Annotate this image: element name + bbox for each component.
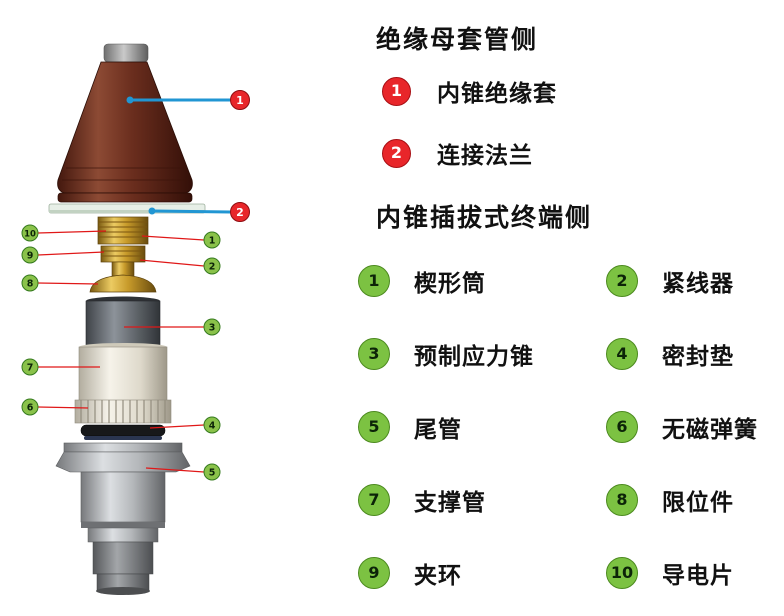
legend-label-green-8: 限位件 [662, 490, 734, 516]
legend-panel: 绝缘母套管侧 1 内锥绝缘套 2 连接法兰 内锥插拔式终端侧 1 楔形筒 2 紧… [338, 14, 784, 590]
legend-item-green-8: 8 限位件 [606, 483, 784, 517]
legend-item-red-1: 1 内锥绝缘套 [382, 74, 784, 108]
legend-item-green-10: 10 导电片 [606, 556, 784, 590]
cable-tightener [100, 245, 146, 277]
callout-green-9-number: 9 [27, 251, 34, 262]
legend-label-green-6: 无磁弹簧 [662, 417, 758, 443]
callout-green-9: 9 [21, 246, 39, 264]
tail-tube-flange [63, 442, 183, 453]
insulator-cone [57, 43, 193, 203]
legend-label-red-1: 内锥绝缘套 [437, 81, 557, 107]
callout-green-2: 2 [203, 257, 221, 275]
legend-item-green-7: 7 支撑管 [358, 483, 606, 517]
terminal-side-title: 内锥插拔式终端侧 [376, 203, 593, 232]
legend-item-red-2: 2 连接法兰 [382, 136, 784, 170]
legend-item-green-5: 5 尾管 [358, 410, 606, 444]
green-badge-7: 7 [358, 484, 390, 516]
terminal-side-list: 1 楔形筒 2 紧线器 3 预制应力锥 4 密封垫 5 尾管 6 无磁弹簧 7 … [358, 264, 784, 590]
terminal-assembly-illustration: 1 2 10 9 8 7 6 1 2 3 4 5 [21, 43, 250, 595]
callout-red-2-number: 2 [236, 206, 244, 219]
legend-item-green-3: 3 预制应力锥 [358, 337, 606, 371]
legend-label-green-3: 预制应力锥 [414, 344, 534, 370]
non-magnetic-spring [74, 399, 172, 424]
support-tube [78, 343, 168, 410]
legend-item-green-2: 2 紧线器 [606, 264, 784, 298]
callout-green-1-number: 1 [209, 236, 216, 247]
callout-green-5: 5 [203, 463, 221, 481]
cable-entry-upper [92, 541, 154, 575]
callout-green-7-number: 7 [27, 363, 34, 374]
tail-tube [55, 442, 191, 595]
cone-base-ring [57, 192, 193, 203]
callout-red-1: 1 [230, 90, 250, 110]
red-leader-lines [37, 230, 205, 473]
callout-green-2-number: 2 [209, 262, 216, 273]
legend-label-red-2: 连接法兰 [437, 143, 533, 169]
callout-green-4: 4 [203, 416, 221, 434]
green-badge-6: 6 [606, 411, 638, 443]
legend-item-green-6: 6 无磁弹簧 [606, 410, 784, 444]
legend-label-green-5: 尾管 [414, 417, 462, 443]
limiting-piece [89, 274, 157, 293]
wedge-cylinder [97, 216, 149, 245]
legend-item-green-9: 9 夹环 [358, 556, 606, 590]
callout-green-6: 6 [21, 398, 39, 416]
legend-label-green-7: 支撑管 [414, 490, 486, 516]
legend-item-green-1: 1 楔形筒 [358, 264, 606, 298]
stress-cone [85, 296, 161, 348]
tightener-stem [111, 261, 135, 277]
legend-label-green-2: 紧线器 [662, 271, 734, 297]
leader-dot-flange [148, 207, 156, 215]
leader-line-red-2 [152, 209, 231, 214]
green-badge-4: 4 [606, 338, 638, 370]
callout-green-1: 1 [203, 231, 221, 249]
green-badge-3: 3 [358, 338, 390, 370]
legend-label-green-9: 夹环 [414, 563, 462, 589]
tail-tube-body [80, 471, 166, 523]
green-badge-2: 2 [606, 265, 638, 297]
exploded-view-diagram: 1 2 10 9 8 7 6 1 2 3 4 5 [0, 0, 330, 612]
green-badge-1: 1 [358, 265, 390, 297]
callout-green-8: 8 [21, 274, 39, 292]
bushing-side-list: 1 内锥绝缘套 2 连接法兰 [338, 74, 784, 170]
callout-green-5-number: 5 [209, 468, 216, 479]
tail-tube-wings [55, 451, 191, 473]
red-badge-2: 2 [382, 138, 411, 168]
red-badge-1: 1 [382, 76, 411, 106]
green-badge-9: 9 [358, 557, 390, 589]
callout-red-2: 2 [230, 202, 250, 222]
blue-leader-lines [131, 98, 231, 214]
legend-label-green-4: 密封垫 [662, 344, 734, 370]
callout-green-7: 7 [21, 358, 39, 376]
callout-red-1-number: 1 [236, 94, 244, 107]
green-badge-10: 10 [606, 557, 638, 589]
cone-top-cap [103, 43, 149, 63]
callout-green-6-number: 6 [27, 403, 34, 414]
bushing-side-title: 绝缘母套管侧 [376, 25, 539, 54]
legend-item-green-4: 4 密封垫 [606, 337, 784, 371]
callout-green-4-number: 4 [209, 421, 216, 432]
green-badge-8: 8 [606, 484, 638, 516]
legend-label-green-10: 导电片 [662, 563, 734, 589]
callout-green-3-number: 3 [209, 323, 216, 334]
callout-green-10: 10 [21, 224, 39, 242]
leader-dot-cone [126, 96, 134, 104]
callout-green-8-number: 8 [27, 279, 34, 290]
callout-green-10-number: 10 [24, 230, 36, 240]
green-badge-5: 5 [358, 411, 390, 443]
sealing-gasket [80, 424, 166, 440]
legend-label-green-1: 楔形筒 [414, 271, 486, 297]
callout-green-3: 3 [203, 318, 221, 336]
